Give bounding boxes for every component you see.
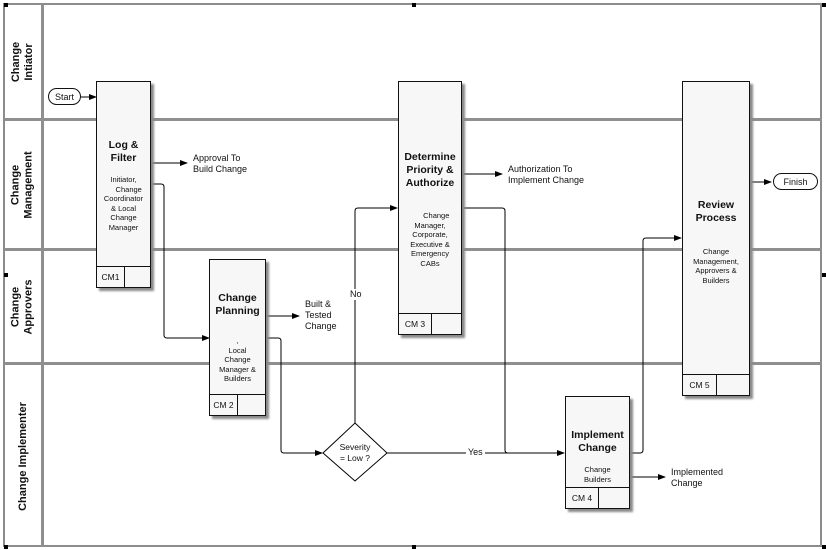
edge-decision-cm3-no xyxy=(354,205,398,423)
process-roles: Change Builders xyxy=(583,465,612,484)
process-title: Log & Filter xyxy=(108,139,139,164)
output-label-cm4: Implemented Change xyxy=(671,467,724,488)
edge-label-no: No xyxy=(349,289,363,300)
decision-label[interactable]: Severity = Low ? xyxy=(339,442,371,463)
process-title: Determine Priority & Authorize xyxy=(404,151,456,189)
process-cm3[interactable]: Determine Priority & Authorize Change Ma… xyxy=(398,81,462,335)
process-footer: CM1 xyxy=(97,266,150,287)
selection-handle[interactable] xyxy=(822,545,826,549)
edge-cm1-cm2 xyxy=(151,183,210,341)
finish-terminal[interactable]: Finish xyxy=(773,173,818,190)
lane-header-divider xyxy=(41,5,44,547)
process-footer: CM 4 xyxy=(566,487,629,508)
output-label-cm1: Approval To Build Change xyxy=(193,153,248,174)
process-code: CM 2 xyxy=(210,395,238,415)
process-cm4[interactable]: Implement Change Change Builders CM 4 xyxy=(565,396,630,509)
process-title: Change Planning xyxy=(215,292,260,317)
process-code: CM 4 xyxy=(566,488,599,508)
process-footer: CM 3 xyxy=(399,313,461,334)
process-code: CM 3 xyxy=(399,314,432,334)
edge-cm4-cm5 xyxy=(630,235,682,454)
lane-divider xyxy=(5,362,822,365)
process-cm5[interactable]: Review Process Change Management, Approv… xyxy=(682,81,750,396)
selection-handle[interactable] xyxy=(822,3,826,7)
process-roles: Initiator, Change Coordinator & Local Ch… xyxy=(103,175,144,232)
selection-handle[interactable] xyxy=(822,273,826,277)
process-footer: CM 2 xyxy=(210,394,265,415)
edge-label-yes: Yes xyxy=(466,447,485,458)
process-cm1[interactable]: Log & Filter Initiator, Change Coordinat… xyxy=(96,81,151,288)
process-title: Review Process xyxy=(695,199,737,224)
process-title: Implement Change xyxy=(571,429,624,454)
selection-handle[interactable] xyxy=(4,545,8,549)
selection-handle[interactable] xyxy=(412,3,416,7)
output-label-cm3: Authorization To Implement Change xyxy=(508,164,585,185)
edge-cm2-decision xyxy=(266,337,323,456)
edge-cm3-cm4 xyxy=(462,207,509,454)
decision-diamond xyxy=(322,422,388,482)
selection-handle[interactable] xyxy=(4,3,8,7)
process-cm2[interactable]: Change Planning , Local Change Manager &… xyxy=(209,259,266,416)
selection-handle[interactable] xyxy=(4,273,8,277)
output-label-cm2: Built & Tested Change xyxy=(305,299,337,331)
selection-handle[interactable] xyxy=(412,545,416,549)
process-code: CM 5 xyxy=(683,375,717,395)
process-code: CM1 xyxy=(97,267,125,287)
process-roles: , Local Change Manager & Builders xyxy=(219,336,256,383)
process-roles: Change Management, Approvers & Builders xyxy=(693,247,739,285)
start-terminal[interactable]: Start xyxy=(48,88,81,105)
process-footer: CM 5 xyxy=(683,374,749,395)
process-roles: Change Manager, Corporate, Executive & E… xyxy=(410,211,450,268)
